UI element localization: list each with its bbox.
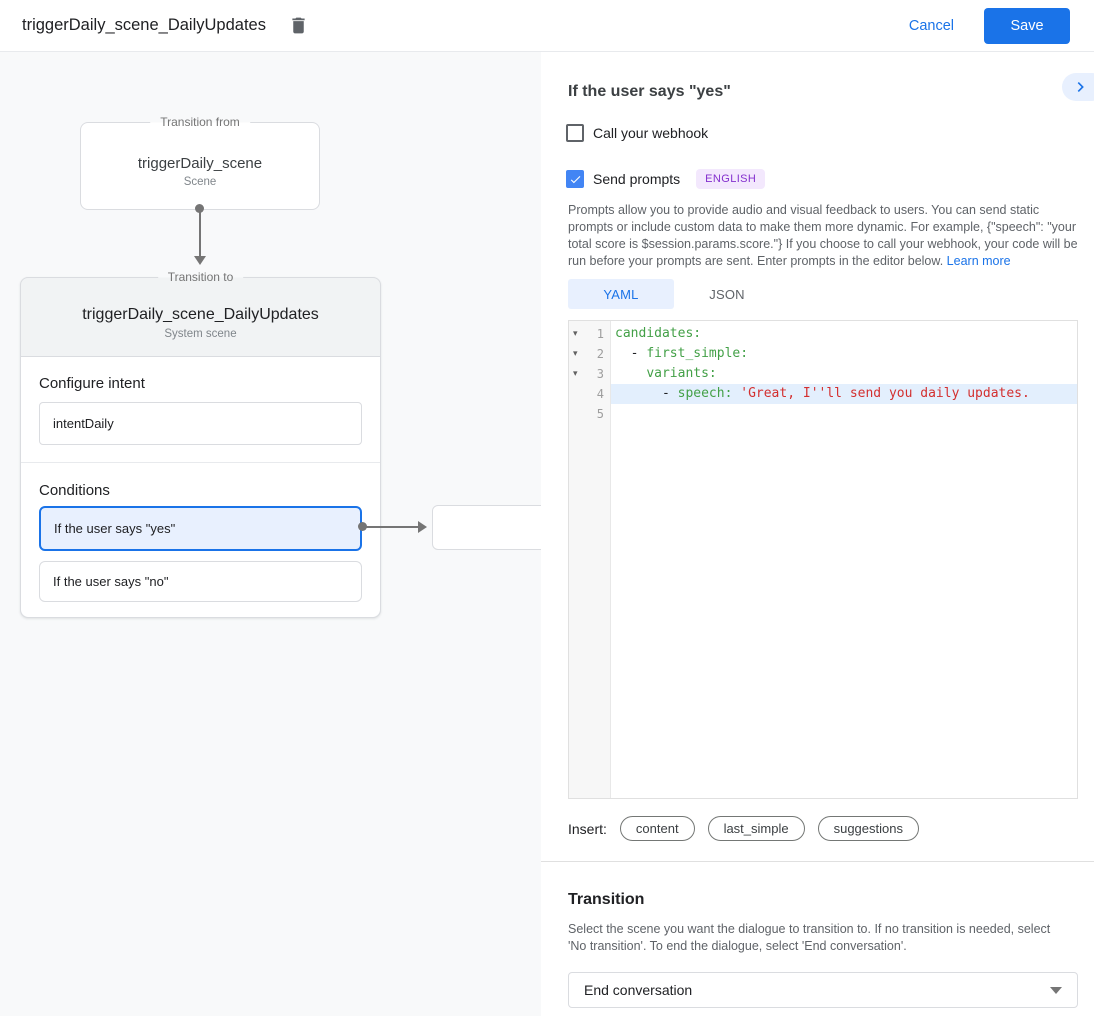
page-title: triggerDaily_scene_DailyUpdates xyxy=(22,16,266,34)
tab-json[interactable]: JSON xyxy=(674,279,780,309)
panel-divider xyxy=(541,861,1094,862)
call-webhook-checkbox[interactable]: Call your webhook xyxy=(566,124,1078,142)
transition-from-box[interactable]: Transition from triggerDaily_scene Scene xyxy=(80,114,320,210)
prompts-description-text: Prompts allow you to provide audio and v… xyxy=(568,203,1078,268)
insert-label: Insert: xyxy=(568,820,607,837)
conditions-heading: Conditions xyxy=(39,482,110,499)
condition-item-yes[interactable]: If the user says "yes" xyxy=(39,506,362,551)
yaml-key: variants: xyxy=(646,366,717,381)
save-button[interactable]: Save xyxy=(984,7,1070,44)
transition-to-legend: Transition to xyxy=(157,269,244,286)
line-number: 4 xyxy=(596,387,604,401)
code-line: variants: xyxy=(611,364,1077,384)
line-number: 3 xyxy=(596,367,604,381)
connector-down-arrowhead-icon xyxy=(194,256,206,265)
checkbox-checked-icon xyxy=(566,170,584,188)
intent-field[interactable]: intentDaily xyxy=(39,402,362,445)
send-prompts-label: Send prompts xyxy=(593,171,681,187)
to-scene-type: System scene xyxy=(164,328,237,340)
insert-chip-last-simple[interactable]: last_simple xyxy=(707,816,805,841)
fold-icon[interactable]: ▾ xyxy=(573,348,578,358)
condition-connector-line xyxy=(366,526,418,528)
condition-item-no[interactable]: If the user says "no" xyxy=(39,561,362,602)
line-number: 5 xyxy=(596,407,604,421)
scene-card-body: Configure intent intentDaily Conditions … xyxy=(21,356,380,617)
learn-more-link[interactable]: Learn more xyxy=(946,254,1011,268)
editor-format-tabs: YAML JSON xyxy=(568,279,1078,309)
connector-start-dot xyxy=(195,204,204,213)
insert-chip-suggestions[interactable]: suggestions xyxy=(817,816,919,841)
from-scene-name: triggerDaily_scene xyxy=(137,155,263,172)
intent-field-value: intentDaily xyxy=(53,416,114,431)
scene-diagram-canvas: Transition from triggerDaily_scene Scene… xyxy=(0,52,541,1016)
editor-gutter: ▾ 1 ▾ 2 ▾ 3 4 5 xyxy=(569,321,611,798)
dropdown-caret-icon xyxy=(1050,986,1062,994)
tab-yaml[interactable]: YAML xyxy=(568,279,674,309)
cancel-button[interactable]: Cancel xyxy=(908,17,954,34)
code-line: - first_simple: xyxy=(611,344,1077,364)
insert-chip-content[interactable]: content xyxy=(619,816,695,841)
transition-select-value: End conversation xyxy=(584,982,693,998)
condition-connector-dot xyxy=(358,522,367,531)
insert-row: Insert: content last_simple suggestions xyxy=(568,816,1078,841)
call-webhook-label: Call your webhook xyxy=(593,125,709,141)
transition-to-card: Transition to triggerDaily_scene_DailyUp… xyxy=(20,269,381,618)
chevron-right-icon xyxy=(1077,82,1084,92)
line-number: 2 xyxy=(596,347,604,361)
condition-editor-panel: If the user says "yes" Call your webhook… xyxy=(541,52,1094,1016)
send-prompts-checkbox[interactable]: Send prompts ENGLISH xyxy=(566,169,1078,189)
code-line: candidates: xyxy=(611,324,1077,344)
fold-icon[interactable]: ▾ xyxy=(573,368,578,378)
condition-item-label: If the user says "yes" xyxy=(54,521,176,536)
transition-select[interactable]: End conversation xyxy=(568,972,1078,1008)
prompts-description: Prompts allow you to provide audio and v… xyxy=(568,202,1078,270)
condition-item-label: If the user says "no" xyxy=(53,574,169,589)
language-badge: ENGLISH xyxy=(696,169,766,189)
condition-target-box[interactable] xyxy=(432,505,541,550)
card-section-divider xyxy=(21,462,380,463)
checkbox-unchecked-icon xyxy=(566,124,584,142)
code-line-active: - speech: 'Great, I''ll send you daily u… xyxy=(611,384,1077,404)
checkmark-icon xyxy=(570,175,580,183)
yaml-plain: - xyxy=(615,346,647,361)
delete-scene-button[interactable] xyxy=(288,15,309,36)
to-scene-name: triggerDaily_scene_DailyUpdates xyxy=(82,306,319,323)
yaml-key: speech: xyxy=(677,386,741,401)
connector-vertical-line xyxy=(199,208,201,256)
fold-icon[interactable]: ▾ xyxy=(573,328,578,338)
line-number: 1 xyxy=(596,327,604,341)
panel-title: If the user says "yes" xyxy=(568,83,731,100)
delete-icon xyxy=(292,17,305,34)
to-scene-header[interactable]: triggerDaily_scene_DailyUpdates System s… xyxy=(21,278,380,340)
yaml-code-editor[interactable]: ▾ 1 ▾ 2 ▾ 3 4 5 candidates: - first_simple:… xyxy=(568,320,1078,799)
collapse-panel-button[interactable] xyxy=(1062,73,1094,101)
editor-code-area[interactable]: candidates: - first_simple: variants: - … xyxy=(611,321,1077,798)
top-bar: triggerDaily_scene_DailyUpdates Cancel S… xyxy=(0,0,1094,52)
yaml-plain xyxy=(615,366,646,381)
configure-intent-heading: Configure intent xyxy=(39,375,145,392)
yaml-plain: - xyxy=(615,386,678,401)
code-line xyxy=(611,404,1077,424)
from-scene-type: Scene xyxy=(183,176,217,188)
transition-description: Select the scene you want the dialogue t… xyxy=(568,922,1051,953)
condition-right-arrowhead-icon xyxy=(418,521,427,533)
transition-from-legend: Transition from xyxy=(150,114,250,131)
yaml-key: candidates: xyxy=(615,326,702,341)
yaml-key: first_simple: xyxy=(646,346,749,361)
transition-heading: Transition xyxy=(568,891,645,908)
yaml-string: 'Great, I''ll send you daily updates. xyxy=(740,386,1030,401)
